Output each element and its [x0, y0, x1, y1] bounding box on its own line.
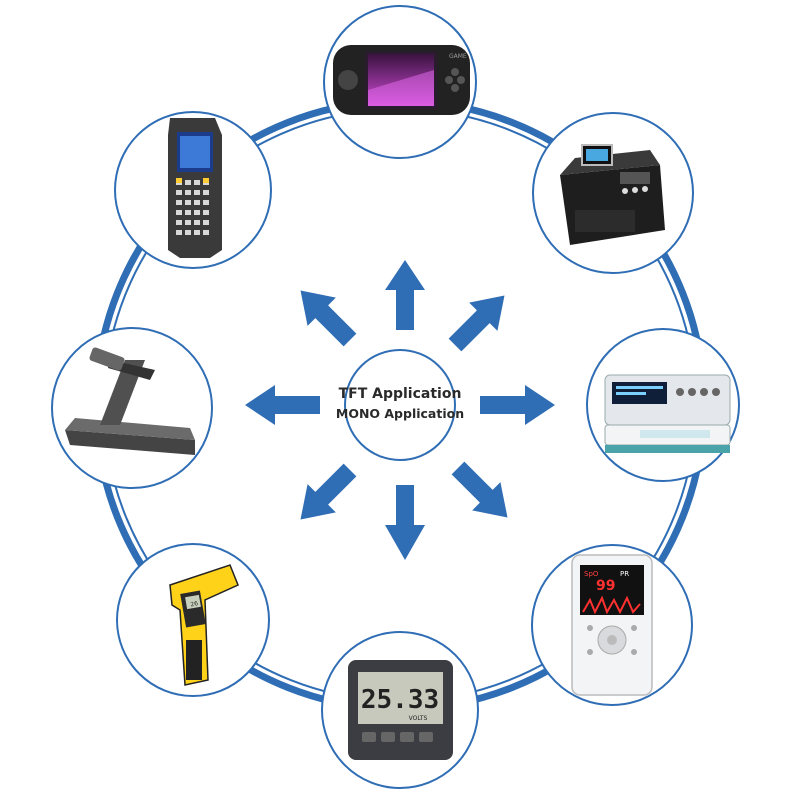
center-circle — [344, 349, 456, 461]
arrow-up — [385, 260, 425, 330]
arrow-down-left — [300, 463, 357, 520]
device-pulse-oximeter: SpO 99 PR — [531, 544, 693, 706]
arrow-left — [245, 385, 320, 425]
arrow-down — [385, 485, 425, 560]
device-handheld-terminal — [114, 111, 272, 269]
oximeter-spo2-value: 99 — [596, 578, 615, 594]
device-infusion-pump — [586, 328, 740, 482]
arrow-up-left — [300, 290, 357, 347]
device-ir-thermometer: 26 — [116, 543, 270, 697]
oximeter-pr-label: PR — [620, 570, 629, 578]
thermometer-reading: 26 — [190, 600, 199, 608]
device-treadmill — [51, 327, 213, 489]
device-banknote-counter — [532, 112, 694, 274]
arrow-right — [480, 385, 555, 425]
voltmeter-unit: VOLTS — [409, 715, 428, 722]
device-voltmeter: 25.33 VOLTS — [321, 631, 479, 789]
center-label-tft: TFT Application — [339, 386, 462, 402]
device-game-console: GAME — [323, 5, 477, 159]
arrow-down-right — [451, 461, 508, 518]
game-console-brand: GAME — [449, 53, 467, 60]
center-label-mono: MONO Application — [336, 406, 464, 421]
arrow-up-right — [448, 295, 505, 352]
oximeter-spo2-label: SpO — [584, 570, 599, 578]
voltmeter-reading: 25.33 — [361, 685, 439, 715]
arrows — [245, 260, 555, 560]
